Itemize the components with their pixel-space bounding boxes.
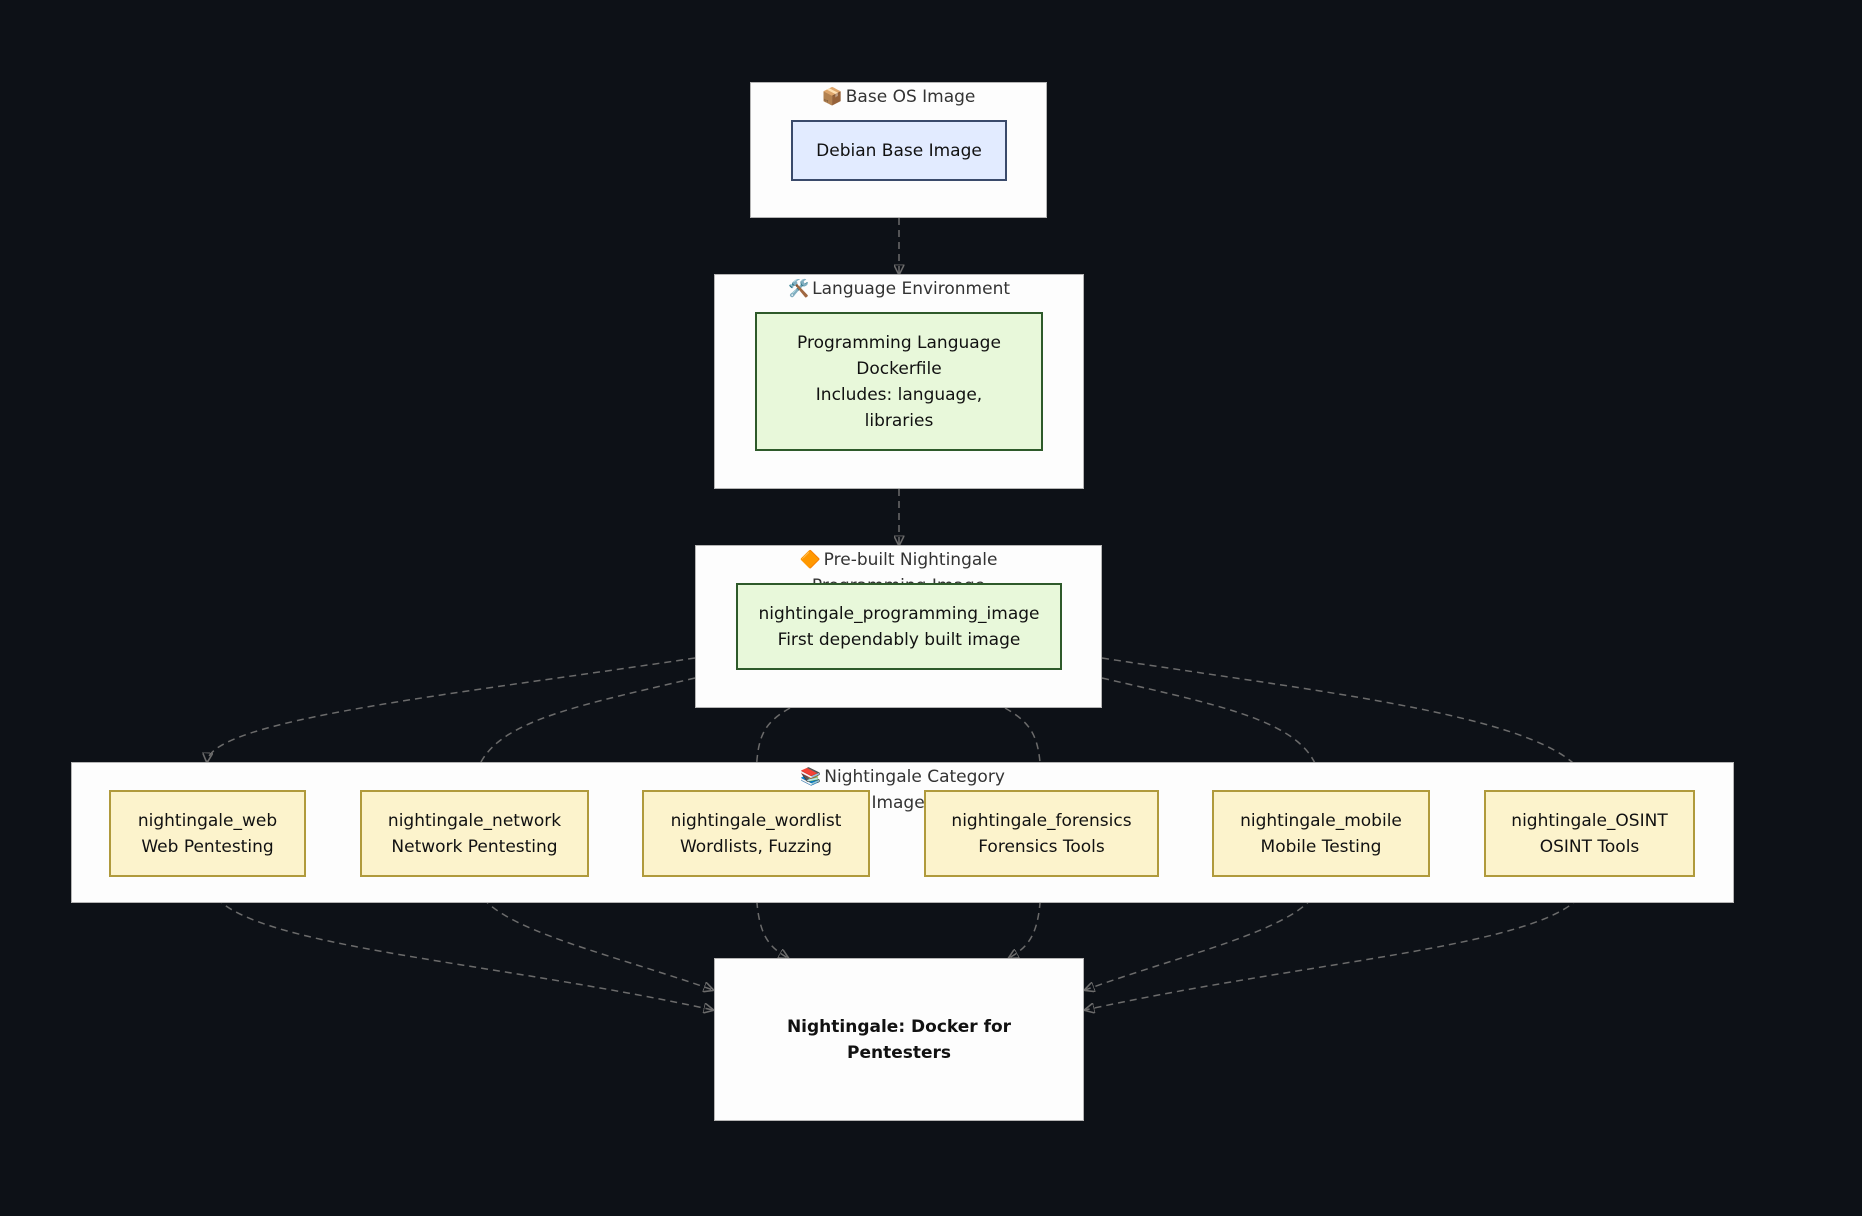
node-label: Debian Base Image bbox=[816, 140, 982, 161]
node-label-line1: nightingale_mobile bbox=[1240, 810, 1402, 831]
node-label-line2: Network Pentesting bbox=[391, 836, 558, 857]
cluster-title: 📚Nightingale Category bbox=[72, 764, 1733, 790]
node-label-line1: nightingale_network bbox=[387, 810, 562, 831]
tools-icon: 🛠️ bbox=[787, 279, 810, 299]
package-icon: 📦 bbox=[821, 87, 843, 107]
node-label-line2: OSINT Tools bbox=[1539, 836, 1640, 857]
node-label-line1: nightingale_programming_image bbox=[758, 603, 1040, 624]
node-nightingale-forensics[interactable]: nightingale_forensics Forensics Tools bbox=[924, 790, 1159, 877]
node-label-line2: Web Pentesting bbox=[141, 836, 274, 857]
books-icon: 📚 bbox=[800, 767, 822, 787]
node-label-line2: First dependably built image bbox=[777, 629, 1021, 650]
node-nightingale-programming-image[interactable]: nightingale_programming_image First depe… bbox=[736, 583, 1062, 670]
node-label-line2: Wordlists, Fuzzing bbox=[679, 836, 833, 857]
node-label-line1: nightingale_wordlist bbox=[670, 810, 842, 831]
node-label-line2: Mobile Testing bbox=[1260, 836, 1382, 857]
cluster-title: 🔶Pre-built Nightingale bbox=[696, 547, 1101, 573]
cluster-title-line1: Nightingale Category bbox=[824, 767, 1005, 787]
node-nightingale-osint[interactable]: nightingale_OSINT OSINT Tools bbox=[1484, 790, 1695, 877]
node-programming-language-dockerfile[interactable]: Programming Language Dockerfile Includes… bbox=[755, 312, 1043, 451]
cluster-title: 🛠️Language Environment bbox=[715, 276, 1083, 302]
node-label-line: Includes: language, bbox=[815, 384, 983, 405]
orange-diamond-icon: 🔶 bbox=[799, 550, 821, 570]
cluster-title-text: Base OS Image bbox=[845, 87, 976, 107]
node-nightingale-web[interactable]: nightingale_web Web Pentesting bbox=[109, 790, 306, 877]
edge-prebuilt-to-web bbox=[207, 657, 696, 762]
cluster-title-line1: Pre-built Nightingale bbox=[823, 550, 998, 570]
node-label-line: Dockerfile bbox=[856, 358, 942, 379]
node-nightingale-mobile[interactable]: nightingale_mobile Mobile Testing bbox=[1212, 790, 1430, 877]
node-nightingale-network[interactable]: nightingale_network Network Pentesting bbox=[360, 790, 589, 877]
cluster-title: 📦Base OS Image bbox=[751, 84, 1046, 110]
cluster-title-line2: Images bbox=[871, 793, 934, 813]
node-label-line2: Pentesters bbox=[846, 1042, 952, 1063]
node-debian-base-image[interactable]: Debian Base Image bbox=[791, 120, 1007, 181]
cluster-title-text: Language Environment bbox=[812, 279, 1011, 299]
node-nightingale-docker-for-pentesters[interactable]: Nightingale: Docker for Pentesters bbox=[714, 958, 1084, 1121]
node-label-line1: nightingale_web bbox=[137, 810, 278, 831]
node-label-line: Programming Language bbox=[797, 332, 1001, 353]
node-nightingale-wordlist[interactable]: nightingale_wordlist Wordlists, Fuzzing bbox=[642, 790, 870, 877]
node-label-line1: nightingale_forensics bbox=[951, 810, 1132, 831]
node-label-line: libraries bbox=[864, 410, 934, 431]
node-label-line1: Nightingale: Docker for bbox=[786, 1016, 1012, 1037]
cluster-category-images: 📚Nightingale Category Images bbox=[71, 762, 1734, 903]
node-label-line2: Forensics Tools bbox=[978, 836, 1105, 857]
node-label-line1: nightingale_OSINT bbox=[1511, 810, 1668, 831]
